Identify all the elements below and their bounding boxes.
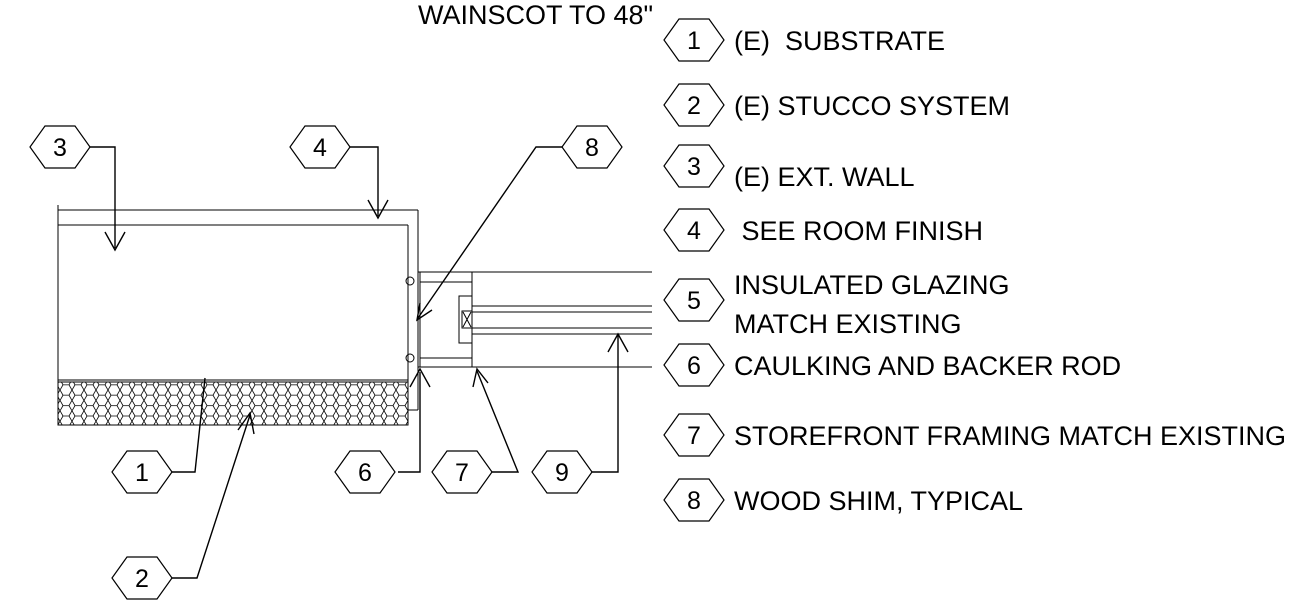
legend-label: SEE ROOM FINISH <box>734 216 983 246</box>
legend-label: MATCH EXISTING <box>734 309 962 339</box>
detail-tag: 8 <box>561 125 623 169</box>
svg-text:7: 7 <box>455 459 469 487</box>
detail-tag: 2 <box>111 556 173 600</box>
svg-text:6: 6 <box>358 459 372 487</box>
svg-text:2: 2 <box>687 92 701 120</box>
legend-item: 5 INSULATED GLAZING MATCH EXISTING <box>663 270 1010 339</box>
legend-label: INSULATED GLAZING <box>734 270 1010 300</box>
legend-label: (E) STUCCO SYSTEM <box>734 91 1010 121</box>
legend-label: (E) SUBSTRATE <box>734 26 945 56</box>
detail-tag: 4 <box>289 125 351 169</box>
legend-item: 3 (E) EXT. WALL <box>663 144 915 192</box>
svg-text:8: 8 <box>585 134 599 162</box>
svg-text:3: 3 <box>687 153 701 181</box>
legend-label: WOOD SHIM, TYPICAL <box>734 486 1023 516</box>
wall-section <box>57 205 419 426</box>
svg-text:6: 6 <box>687 352 701 380</box>
svg-text:1: 1 <box>135 459 149 487</box>
svg-text:9: 9 <box>555 459 569 487</box>
leader-lines <box>90 146 629 579</box>
legend-item: 6 CAULKING AND BACKER ROD <box>663 343 1121 387</box>
svg-text:4: 4 <box>313 134 327 162</box>
svg-text:3: 3 <box>53 134 67 162</box>
legend-label: STOREFRONT FRAMING MATCH EXISTING <box>734 421 1286 451</box>
legend-item: 7 STOREFRONT FRAMING MATCH EXISTING <box>663 413 1286 457</box>
legend-item: 8 WOOD SHIM, TYPICAL <box>663 478 1023 522</box>
legend-item: 2 (E) STUCCO SYSTEM <box>663 83 1010 127</box>
svg-text:7: 7 <box>687 422 701 450</box>
svg-text:5: 5 <box>687 287 701 315</box>
detail-tag: 9 <box>531 450 593 494</box>
svg-text:2: 2 <box>135 565 149 593</box>
detail-tag: 1 <box>111 450 173 494</box>
svg-text:1: 1 <box>687 27 701 55</box>
svg-text:4: 4 <box>687 217 701 245</box>
top-note: WAINSCOT TO 48" <box>418 0 653 30</box>
detail-tag: 3 <box>29 125 91 169</box>
svg-text:8: 8 <box>687 487 701 515</box>
stucco-hatch <box>57 381 409 426</box>
detail-tags: 3 4 8 1 6 7 9 2 <box>29 125 623 600</box>
detail-tag: 6 <box>334 450 396 494</box>
detail-tag: 7 <box>431 450 493 494</box>
legend: 1 (E) SUBSTRATE 2 (E) STUCCO SYSTEM 3 (E… <box>663 18 1286 522</box>
legend-label: (E) EXT. WALL <box>734 162 915 192</box>
legend-item: 1 (E) SUBSTRATE <box>663 18 945 62</box>
legend-label: CAULKING AND BACKER ROD <box>734 351 1121 381</box>
legend-item: 4 SEE ROOM FINISH <box>663 208 983 252</box>
storefront-framing <box>405 271 652 368</box>
